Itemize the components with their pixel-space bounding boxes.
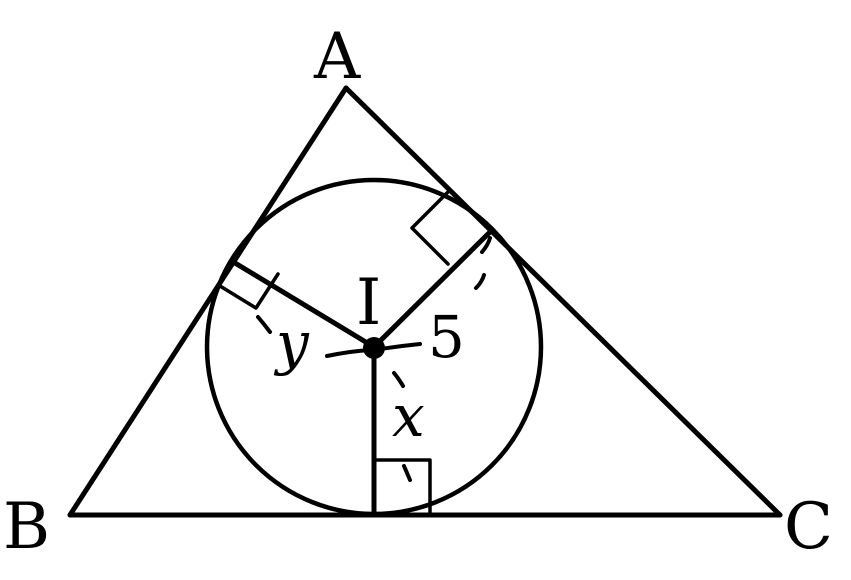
side-ab <box>67 85 349 518</box>
segment-x-label: x <box>392 382 425 450</box>
side-ac <box>343 85 783 518</box>
vertex-c-label: C <box>784 490 833 564</box>
radius-to-ac <box>371 230 492 350</box>
right-angle-marker-ac <box>410 190 450 266</box>
right-angle-marker-ab <box>218 272 280 310</box>
vertex-b-label: B <box>3 490 50 564</box>
tick-radius-bc <box>392 371 405 388</box>
tick-radius-ac <box>480 236 492 254</box>
tick-radius-ab <box>256 315 272 334</box>
tick-radius-bc-lower <box>402 464 412 482</box>
tick-radius-ac-lower <box>474 273 486 290</box>
radius-to-ab <box>232 260 377 350</box>
segment-y-label: y <box>273 309 310 377</box>
incenter-label: I <box>356 266 381 340</box>
tick-incenter-right <box>378 342 422 351</box>
vertex-a-label: A <box>313 20 361 94</box>
segment-5-label: 5 <box>428 303 465 371</box>
incenter-point <box>363 337 385 359</box>
right-angle-marker-bc <box>372 458 432 517</box>
